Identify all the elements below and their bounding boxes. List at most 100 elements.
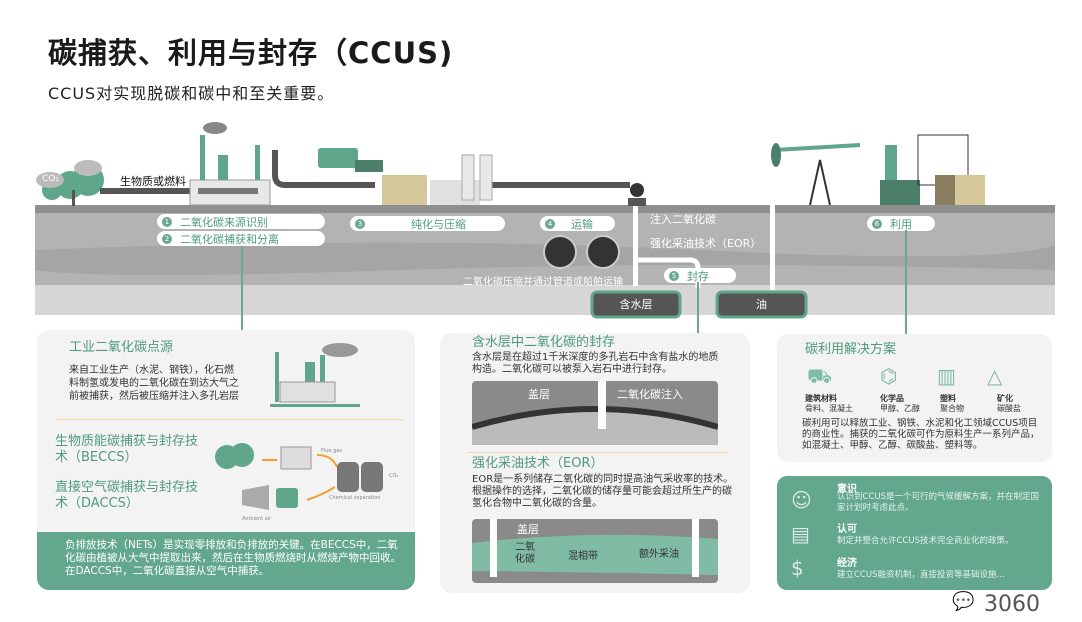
policy-panel: ☺ 意识 认识到CCUS是一个可行的气候缓解方案，并在制定国家计划时考虑此点。 … [777,476,1052,590]
factory-icon [189,122,271,206]
step-number: 2 [162,233,172,244]
item-sub: 甲醇、乙醇 [880,404,920,413]
money-hand-icon: $ [791,556,804,580]
flue-gas-label: Flue gas [321,448,342,454]
deep-stratum [35,285,1055,315]
solar-panel-icon [355,160,383,172]
step-number: 5 [669,270,679,281]
biomass-label: 生物质或燃料 [120,175,186,188]
inject-co2-label: 注入二氧化碳 [650,213,716,226]
negative-emissions-illustration [215,443,383,510]
fan-icon [318,148,358,168]
page-title: 碳捕获、利用与封存（CCUS) [48,36,454,70]
eor-heading: 强化采油技术（EOR） [472,456,604,471]
daccs-heading: 直接空气碳捕获与封存技术（DACCS） [55,480,199,511]
step-6-pill: 6 利用 [867,216,935,231]
co2-cloud-label: CO₂ [42,174,59,184]
policy-desc: 建立CCUS融资机制，直接投资等基础设施... [837,570,1005,580]
policy-title: 经济 [837,558,857,569]
step-label: 运输 [571,217,593,231]
ground-surface [35,205,1055,213]
aquifer-desc: 含水层是在超过1千米深度的多孔岩石中含有盐水的地质构造。二氧化碳可以被泵入岩石中… [472,352,719,375]
pipe [100,188,210,194]
transport-description: 二氧化碳压缩并通过管道或船舶运输 [463,277,623,288]
eor-illustration [472,519,718,583]
eor-caprock-label: 盖层 [517,523,539,536]
item-title: 建筑材料 [805,394,837,403]
eor-pipe [636,257,701,288]
injection-well [633,206,638,286]
eor-desc: EOR是一系列储存二氧化碳的同时提高油气采收率的技术。根据操作的选择，二氧化碳的… [472,474,734,509]
oil-label: 油 [756,298,767,311]
item-title: 化学品 [880,394,904,403]
molecule-icon: ⌬ [880,364,898,388]
item-title: 塑料 [940,394,956,403]
step-1-pill: 1 二氧化碳来源识别 [157,214,325,229]
co2-injection-label: 二氧化碳注入 [617,388,683,401]
utilization-item: 化学品甲醇、乙醇 [880,394,920,414]
eor-co2-label: 二氧化碳 [515,542,535,565]
divider [57,419,403,420]
item-sub: 骨料、混凝土 [805,404,853,413]
mineral-pile-icon: △ [987,364,1003,388]
aquifer-storage-illustration [472,381,718,445]
chemical-separation-label: Chemical separation [329,495,381,501]
utilization-item: 建筑材料骨料、混凝土 [805,394,853,414]
utilization-item: 塑料聚合物 [940,394,964,414]
pump-jack-icon [771,143,861,206]
policy-title: 认可 [837,524,857,535]
step-number: 6 [872,218,882,229]
policy-desc: 制定并整合允许CCUS技术完全商业化的政策。 [837,536,1014,546]
beccs-heading: 生物质能碳捕获与封存技术（BECCS） [55,434,199,465]
step-label: 二氧化碳捕获和分离 [180,232,279,246]
step-label: 利用 [890,217,912,231]
extra-oil-label: 额外采油 [639,549,679,560]
connector-line [697,282,699,334]
step-number: 1 [162,216,172,227]
industrial-desc: 来自工业生产（水泥、钢铁），化石燃料制氢或发电的二氧化碳在到达大气之前被捕获，然… [69,365,239,402]
refinery-icon [880,134,985,205]
mixing-zone-label: 混相带 [568,551,598,562]
connector-line [241,246,243,330]
aquifer-heading: 含水层中二氧化碳的封存 [472,335,616,350]
divider [468,452,728,453]
pipe-joint [630,183,644,197]
step-number: 3 [355,218,365,229]
policy-title: 意识 [837,484,857,495]
pipeline-icon [543,235,577,269]
certificate-icon: ▤ [791,522,810,546]
wheelbarrow-icon: ⛟ [807,364,833,388]
aquifer-label: 含水层 [619,298,653,311]
head-lightbulb-icon: ☺ [791,488,812,512]
industrial-heading: 工业二氧化碳点源 [69,340,174,355]
utilization-desc: 碳利用可以释放工业、钢铁、水泥和化工领域CCUS项目的商业性。捕获的二氧化碳可作… [802,418,1040,451]
item-sub: 碳酸盐 [997,404,1021,413]
connector-line [905,230,907,334]
plastic-bottle-icon: ▥ [937,364,956,388]
purification-plant-icon [382,154,493,205]
ship-icon [586,235,620,269]
wellhead [628,198,646,206]
pipe [272,150,375,188]
capture-sources-panel: 工业二氧化碳点源 来自工业生产（水泥、钢铁），化石燃料制氢或发电的二氧化碳在到达… [37,330,415,590]
step-label: 二氧化碳来源识别 [180,215,268,229]
aquifer-box [590,290,682,319]
oil-well [770,150,775,290]
co2-output-label: CO₂ [389,473,399,479]
industrial-plant-icon [270,343,360,407]
item-title: 矿化 [997,394,1013,403]
ambient-air-label: Ambient air [242,516,272,522]
item-sub: 聚合物 [940,404,964,413]
nets-note: 负排放技术（NETs）是实现零排放和负排放的关键。在BECCS中，二氧化碳由植被… [37,532,415,590]
step-2-pill: 2 二氧化碳捕获和分离 [157,231,325,246]
utilization-item: 矿化碳酸盐 [997,394,1021,414]
utilization-panel: 碳利用解决方案 ⛟ ⌬ ▥ △ 建筑材料骨料、混凝土 化学品甲醇、乙醇 塑料聚合… [777,334,1052,462]
storage-panel: 含水层中二氧化碳的封存 含水层是在超过1千米深度的多孔岩石中含有盐水的地质构造。… [440,333,750,593]
trees-icon [36,160,104,206]
oil-box [715,290,808,319]
page-subtitle: CCUS对实现脱碳和碳中和至关重要。 [48,84,335,103]
watermark: 3060 [984,592,1040,617]
